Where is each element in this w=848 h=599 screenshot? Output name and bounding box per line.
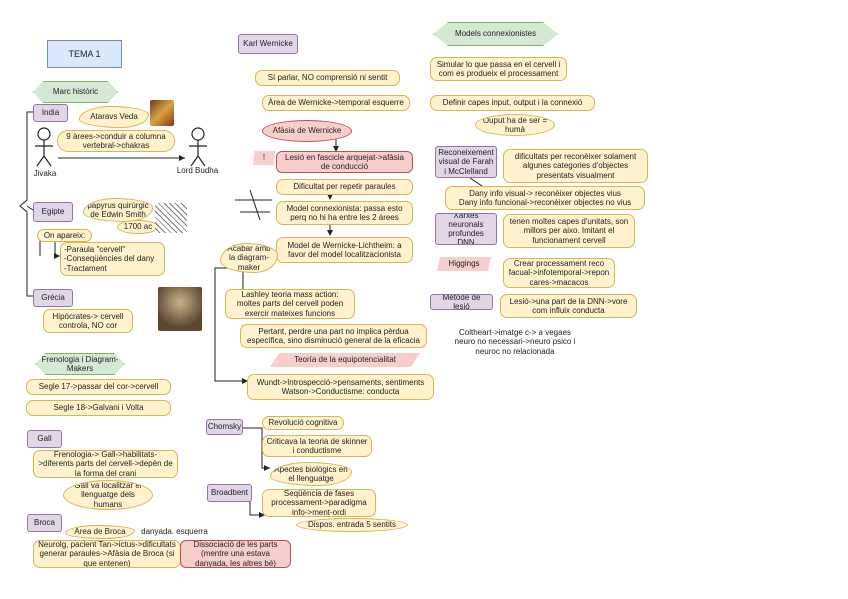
critica-node: Criticava la teoria de skinner i conduct… bbox=[262, 435, 372, 457]
equipotencialitat-node: Teoría de la equipotencialitat bbox=[270, 353, 420, 367]
afasia-node: Afàsia de Wernicke bbox=[262, 120, 352, 142]
ataravs-veda-node: Ataravs Veda bbox=[79, 106, 149, 128]
india-areas-node: 9 àrees->conduir a columna vertebral->ch… bbox=[57, 130, 175, 152]
india-node: India bbox=[33, 104, 68, 122]
pertant-node: Pertant, perdre una part no implica pèrd… bbox=[240, 324, 427, 348]
metode-node: Mètode de lesió bbox=[430, 294, 493, 310]
metode-text-node: Lesió->una part de la DNN->vore com infl… bbox=[500, 294, 637, 318]
hipocrates-node: Hipòcrates-> cervell controla, NO cor bbox=[43, 309, 133, 333]
broca-node: Broca bbox=[27, 514, 62, 532]
model-wernicke-node: Model de Wernicke-Lichtheim: a favor del… bbox=[276, 237, 413, 263]
dany-node: Dany info visual-> reconèixer objectes v… bbox=[445, 186, 645, 210]
farah-node: Reconeixement visual de Farah i McClella… bbox=[435, 146, 497, 178]
xarxes-node: Xarxes neuronals profundes DNN bbox=[435, 213, 497, 245]
year-node: 1700 ac bbox=[117, 220, 159, 234]
dificultat-node: Dificultat per repetir paraules bbox=[276, 179, 413, 195]
exclamation-node: ! bbox=[253, 151, 275, 165]
broca-text-node: Neurolg, pacient Tan->ictus->dificultats… bbox=[33, 540, 181, 568]
higgings-text-node: Crear processament reco facual->infotemp… bbox=[503, 258, 615, 288]
chomsky-node: Chomsky bbox=[206, 419, 243, 435]
farah-text-node: dificultats per reconèixer solament algu… bbox=[503, 149, 648, 183]
revolucio-node: Revolució cognitiva bbox=[262, 416, 344, 430]
acabar-node: Acabar amb la diagram-maker bbox=[220, 243, 278, 273]
dispos-node: Dispos. entrada 5 sentits bbox=[296, 518, 408, 532]
wundt-node: Wundt->Introspecció->pensaments, sentime… bbox=[247, 374, 434, 400]
area-wernicke-node: Àrea de Wernicke->temporal esquerre bbox=[262, 95, 410, 111]
coltheart-node: Coltheart->imatge c-> a vegaes neuro no … bbox=[454, 328, 576, 356]
output-node: Ouput ha de ser = humà bbox=[475, 114, 555, 136]
model-connexionista-node: Model connexionista: passa esto perq no … bbox=[276, 201, 413, 225]
xarxes-text-node: tenen moltes capes d'unitats, son millor… bbox=[503, 214, 635, 248]
marc-historic-node: Marc històric bbox=[33, 81, 118, 103]
gall-node: Gall bbox=[27, 430, 62, 448]
lord-budha-label: Lord Budha bbox=[176, 166, 219, 176]
frenologia-node: Frenologia i Diagram-Makers bbox=[35, 353, 125, 375]
lashley-node: Lashley teoria mass action: moltes parts… bbox=[225, 289, 355, 319]
lesio-node: Lesió en fascicle arquejat->afàsia de co… bbox=[276, 151, 413, 173]
area-broca-node: Àrea de Broca bbox=[65, 525, 135, 539]
danyada-label: danyada. esquerra bbox=[141, 527, 208, 537]
egipte-node: Egipte bbox=[33, 202, 73, 222]
simular-node: Simular lo que passa en el cervell i com… bbox=[430, 57, 567, 81]
page-title: TEMA 1 bbox=[47, 40, 122, 68]
broadbent-node: Broadbent bbox=[207, 484, 252, 502]
gall-text-node: Frenologia-> Gall->habilitats->diferents… bbox=[33, 450, 178, 478]
india-portrait-image bbox=[150, 100, 174, 126]
hipocrates-portrait-image bbox=[158, 287, 202, 331]
jivaka-label: Jivaka bbox=[33, 169, 57, 179]
models-connexionistes-header: Models connexionistes bbox=[433, 22, 558, 46]
on-apareix-node: On apareix: bbox=[37, 229, 92, 242]
definir-node: Definir capes input, output i la connexi… bbox=[430, 95, 595, 111]
segle18-node: Segle 18->Galvani i Volta bbox=[26, 400, 171, 416]
egypt-papyrus-image bbox=[155, 203, 187, 233]
grecia-node: Grècia bbox=[33, 289, 73, 307]
dissociacio-node: Dissociació de les parts (mentre una est… bbox=[180, 540, 291, 568]
parla-node: Sí parlar, NO comprensió ni sentit bbox=[255, 70, 400, 86]
sequencia-node: Seqüència de fases processament->paradig… bbox=[262, 489, 376, 517]
gall-ellipse-node: Gall va localitzar el llenguatge dels hu… bbox=[63, 480, 153, 510]
wernicke-node: Karl Wernicke bbox=[238, 34, 298, 54]
stick-figures bbox=[35, 127, 207, 167]
apectes-node: Apectes biològics en el llenguatge bbox=[270, 462, 352, 486]
segle17-node: Segle 17->passar del cor->cervell bbox=[26, 379, 171, 395]
egipte-list-node: -Paraula "cervell" -Conseqüències del da… bbox=[60, 242, 165, 276]
papyrus-node: papyrus quirúrgic de Edwin Smith bbox=[83, 198, 153, 222]
higgings-node: Higgings bbox=[437, 257, 491, 271]
